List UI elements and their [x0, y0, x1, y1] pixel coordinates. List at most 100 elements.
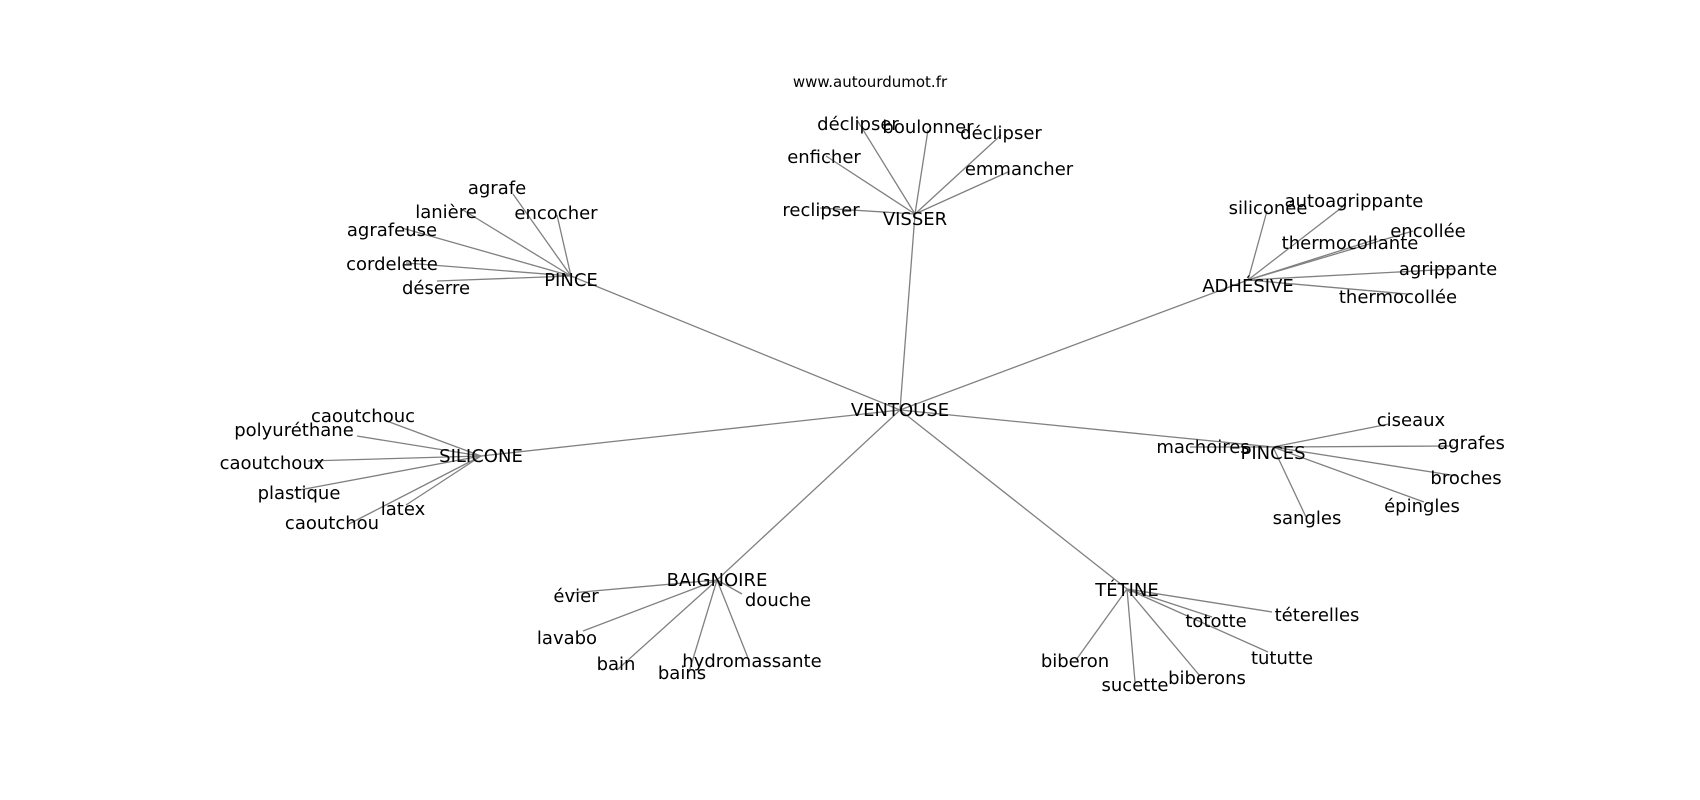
edge-leaf	[1272, 446, 1458, 477]
edge-leaf	[405, 262, 572, 277]
leaf-node[interactable]: bain	[597, 654, 636, 675]
leaf-node[interactable]: tototte	[1185, 611, 1246, 632]
edge-leaf	[570, 579, 718, 594]
edge-leaf	[512, 193, 572, 277]
edge-leaf	[688, 579, 718, 673]
edge-leaf	[1247, 210, 1268, 281]
leaf-node[interactable]: déclipser	[817, 114, 899, 135]
leaf-node[interactable]: sangles	[1273, 508, 1342, 529]
edge-center-3	[899, 279, 1249, 411]
edge-leaf	[914, 129, 929, 215]
edge-leaf	[616, 579, 718, 671]
graph-edges	[293, 119, 1458, 683]
site-watermark[interactable]: www.autourdumot.fr	[793, 73, 948, 91]
leaf-node[interactable]: ciseaux	[1377, 410, 1446, 431]
leaf-node[interactable]: encocher	[514, 203, 598, 224]
leaf-node[interactable]: emmancher	[965, 159, 1074, 180]
cluster-node[interactable]: ADHÉSIVE	[1202, 275, 1294, 297]
leaf-node[interactable]: agrafeuse	[347, 220, 437, 241]
edge-center-5	[899, 409, 1274, 448]
leaf-node[interactable]: sucette	[1102, 675, 1169, 696]
cluster-node[interactable]: TÉTINE	[1094, 579, 1159, 601]
leaf-node[interactable]: déclipser	[960, 123, 1042, 144]
edge-leaf	[348, 455, 482, 525]
leaf-node[interactable]: tututte	[1251, 648, 1313, 669]
edge-leaf	[405, 455, 482, 506]
edge-leaf	[1126, 588, 1273, 613]
leaf-node[interactable]: caoutchouc	[311, 406, 415, 427]
leaf-node[interactable]: téterelles	[1275, 605, 1360, 626]
leaf-node[interactable]: enficher	[787, 147, 861, 168]
cluster-node[interactable]: PINCES	[1241, 443, 1306, 464]
edge-leaf	[1272, 446, 1307, 518]
leaf-node[interactable]: latex	[381, 499, 426, 520]
leaf-node[interactable]: biberons	[1168, 668, 1246, 689]
leaf-node[interactable]: douche	[745, 590, 811, 611]
edge-leaf	[1126, 588, 1136, 683]
edge-leaf	[401, 227, 572, 277]
edge-leaf	[307, 455, 482, 462]
leaf-node[interactable]: déserre	[402, 278, 470, 299]
edge-leaf	[582, 579, 718, 632]
edge-center-4	[480, 409, 901, 457]
edge-leaf	[825, 155, 916, 215]
edge-center-6	[716, 409, 901, 581]
edge-leaf	[914, 171, 1009, 215]
edge-leaf	[1247, 204, 1346, 281]
leaf-node[interactable]: épingles	[1384, 496, 1460, 517]
edge-center-1	[899, 213, 916, 411]
edge-leaf	[1126, 588, 1269, 653]
leaf-node[interactable]: plastique	[258, 483, 341, 504]
edge-leaf	[819, 207, 916, 215]
edge-leaf	[436, 275, 572, 282]
leaf-node[interactable]: agrippante	[1399, 259, 1497, 280]
cluster-node[interactable]: BAIGNOIRE	[667, 570, 768, 591]
edge-leaf	[1272, 423, 1390, 448]
edge-leaf	[1247, 279, 1408, 295]
edge-leaf	[1126, 588, 1201, 677]
edge-leaf	[914, 134, 1002, 215]
edge-leaf	[856, 119, 916, 215]
edge-leaf	[1126, 588, 1213, 618]
leaf-node[interactable]: thermocollée	[1339, 287, 1457, 308]
edge-leaf	[356, 435, 482, 457]
edge-leaf	[462, 209, 572, 277]
leaf-node[interactable]: siliconée	[1229, 198, 1308, 219]
edge-leaf	[1272, 445, 1454, 448]
leaf-node[interactable]: encollée	[1390, 221, 1466, 242]
edge-leaf	[1247, 230, 1414, 281]
edge-center-7	[899, 409, 1128, 590]
center-node[interactable]: VENTOUSE	[851, 400, 949, 421]
edge-leaf	[383, 419, 482, 457]
edge-leaf	[1272, 446, 1425, 503]
graph-labels: www.autourdumot.fr VENTOUSE VISSER déclips…	[220, 73, 1505, 696]
edge-leaf	[556, 214, 572, 277]
leaf-node[interactable]: thermocollante	[1282, 233, 1419, 254]
leaf-node[interactable]: boulonner	[882, 117, 974, 138]
edge-leaf	[293, 455, 482, 492]
edge-leaf	[716, 579, 749, 659]
edge-center-2	[570, 275, 901, 411]
leaf-node[interactable]: bains	[658, 663, 706, 684]
leaf-node[interactable]: lanière	[415, 202, 477, 223]
leaf-node[interactable]: évier	[553, 586, 599, 607]
edge-leaf	[716, 579, 743, 595]
leaf-node[interactable]: autoagrippante	[1285, 191, 1424, 212]
leaf-node[interactable]: caoutchou	[285, 513, 379, 534]
leaf-node[interactable]: cordelette	[346, 254, 438, 275]
edge-leaf	[1247, 268, 1455, 281]
leaf-node[interactable]: reclipser	[782, 200, 860, 221]
cluster-node[interactable]: PINCE	[544, 270, 598, 291]
leaf-node[interactable]: biberon	[1041, 651, 1109, 672]
leaf-node[interactable]: polyuréthane	[234, 420, 354, 441]
leaf-node[interactable]: machoires	[1156, 437, 1249, 458]
leaf-node[interactable]: lavabo	[537, 628, 597, 649]
leaf-node[interactable]: caoutchoux	[220, 453, 325, 474]
leaf-node[interactable]: hydromassante	[682, 651, 821, 672]
leaf-node[interactable]: agrafe	[468, 178, 526, 199]
leaf-node[interactable]: broches	[1430, 468, 1501, 489]
cluster-node[interactable]: VISSER	[883, 209, 947, 230]
leaf-node[interactable]: agrafes	[1437, 433, 1505, 454]
cluster-node[interactable]: SILICONE	[439, 446, 523, 467]
